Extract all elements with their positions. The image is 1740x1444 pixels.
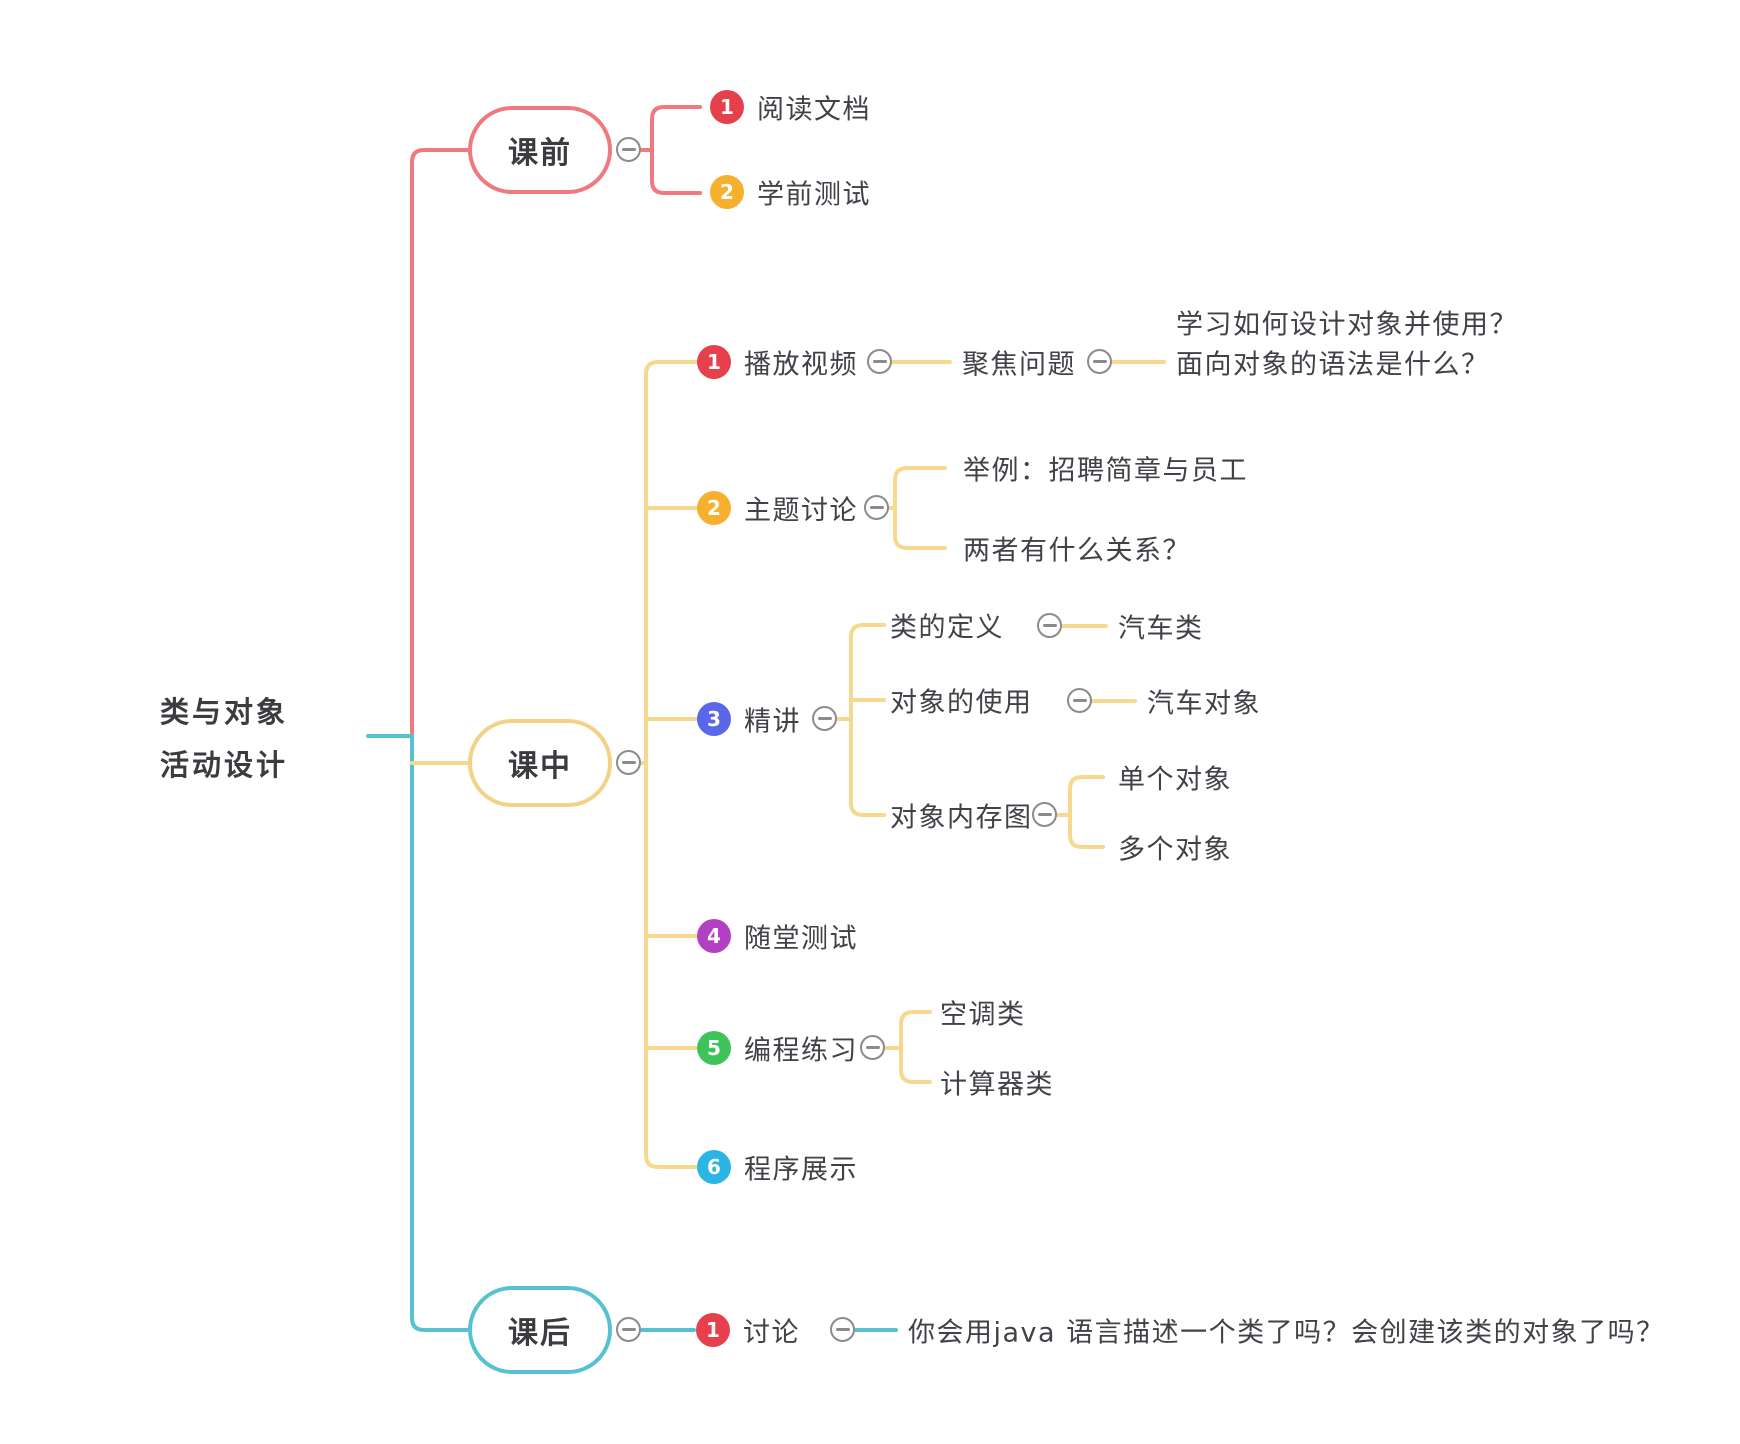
connector-discuss-bracket	[893, 466, 947, 550]
node-coding-practice[interactable]: 编程练习	[744, 1035, 858, 1067]
node-multiple-objects[interactable]: 多个对象	[1118, 834, 1232, 866]
node-focus-detail-line2[interactable]: 面向对象的语法是什么？	[1176, 349, 1490, 381]
collapse-icon-focus[interactable]	[1087, 349, 1112, 374]
node-single-object[interactable]: 单个对象	[1118, 764, 1232, 796]
node-in-class[interactable]: 课中	[468, 719, 612, 807]
connector-trunk-pre	[410, 148, 470, 738]
node-car-class[interactable]: 汽车类	[1118, 613, 1204, 645]
node-after-discussion[interactable]: 讨论	[743, 1317, 800, 1349]
node-object-memory-map[interactable]: 对象内存图	[890, 802, 1033, 834]
node-focus-detail-line1[interactable]: 学习如何设计对象并使用？	[1176, 309, 1518, 341]
node-pre-class[interactable]: 课前	[468, 106, 612, 194]
number-badge: 1	[697, 345, 731, 379]
number-badge: 5	[697, 1031, 731, 1065]
node-aircon-class[interactable]: 空调类	[940, 999, 1026, 1031]
collapse-icon-coding[interactable]	[860, 1035, 885, 1060]
node-class-definition[interactable]: 类的定义	[890, 612, 1004, 644]
connector-memmap-bracket	[1068, 775, 1105, 849]
node-quiz[interactable]: 随堂测试	[744, 923, 858, 955]
connector-lecture-bracket	[849, 623, 886, 817]
node-topic-discussion[interactable]: 主题讨论	[744, 495, 858, 527]
collapse-icon-objuse[interactable]	[1067, 688, 1092, 713]
number-badge: 2	[710, 175, 744, 209]
collapse-icon-post-discuss[interactable]	[830, 1317, 855, 1342]
node-car-object[interactable]: 汽车对象	[1147, 688, 1261, 720]
connector-trunk-post	[410, 734, 470, 1332]
connector-pre-bracket	[650, 105, 702, 195]
collapse-icon-post[interactable]	[616, 1317, 641, 1342]
root-title-line1[interactable]: 类与对象	[160, 695, 289, 729]
number-badge: 3	[697, 702, 731, 736]
collapse-icon-video[interactable]	[867, 349, 892, 374]
node-focus-question[interactable]: 聚焦问题	[962, 349, 1076, 381]
node-after-discussion-detail[interactable]: 你会用java 语言描述一个类了吗？会创建该类的对象了吗？	[908, 1317, 1665, 1349]
collapse-icon-classdef[interactable]	[1037, 613, 1062, 638]
collapse-icon-lecture[interactable]	[812, 706, 837, 731]
connector-coding-bracket	[899, 1010, 932, 1084]
node-relationship-question[interactable]: 两者有什么关系？	[963, 535, 1191, 567]
node-object-usage[interactable]: 对象的使用	[890, 687, 1033, 719]
node-example-recruit[interactable]: 举例：招聘简章与员工	[963, 455, 1248, 487]
connector-mid-bracket	[644, 360, 702, 1169]
node-read-docs[interactable]: 阅读文档	[757, 94, 871, 126]
root-title-line2[interactable]: 活动设计	[160, 748, 289, 782]
node-play-video[interactable]: 播放视频	[744, 349, 858, 381]
node-program-demo[interactable]: 程序展示	[744, 1154, 858, 1186]
collapse-icon-discussion[interactable]	[864, 495, 889, 520]
node-lecture[interactable]: 精讲	[744, 706, 801, 738]
collapse-icon-mid[interactable]	[616, 750, 641, 775]
number-badge: 6	[697, 1150, 731, 1184]
number-badge: 1	[710, 90, 744, 124]
number-badge: 1	[696, 1313, 730, 1347]
node-calculator-class[interactable]: 计算器类	[940, 1069, 1054, 1101]
node-post-class[interactable]: 课后	[468, 1286, 612, 1374]
number-badge: 2	[697, 491, 731, 525]
number-badge: 4	[697, 919, 731, 953]
collapse-icon-pre[interactable]	[616, 137, 641, 162]
collapse-icon-memmap[interactable]	[1032, 802, 1057, 827]
node-pretest[interactable]: 学前测试	[757, 179, 871, 211]
